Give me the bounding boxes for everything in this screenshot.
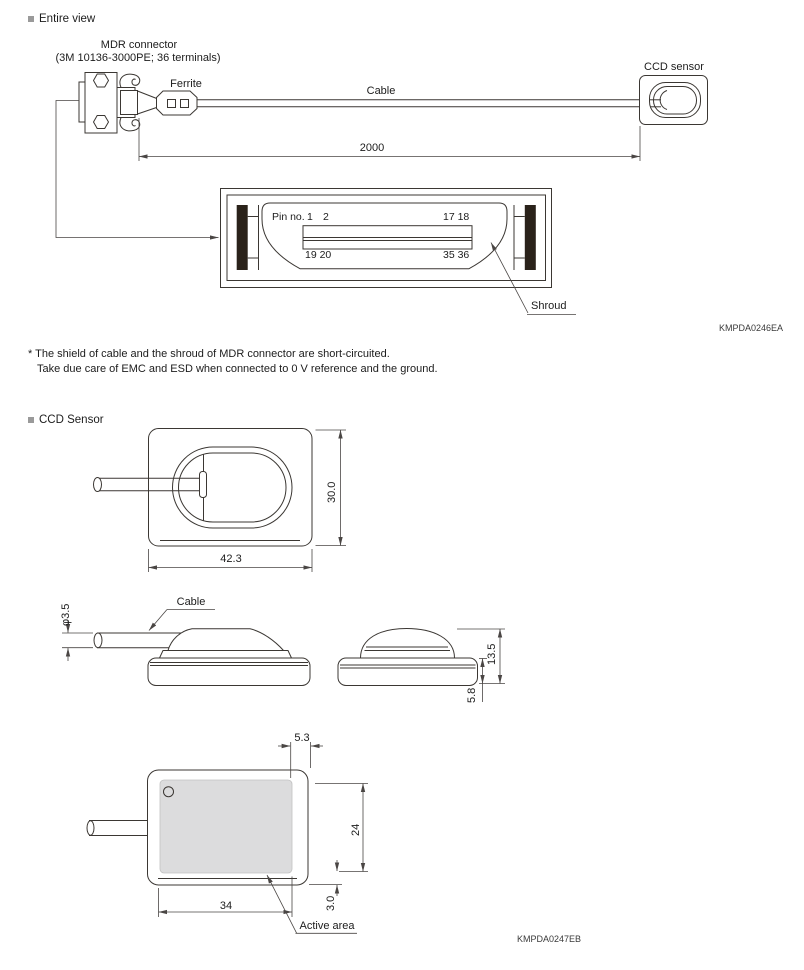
cable-length-dim: 2000 — [359, 142, 385, 154]
pin-no-label: Pin no. — [272, 211, 305, 223]
pins-19-20-label: 19 20 — [305, 249, 332, 261]
shroud-outline — [261, 202, 508, 270]
cable-label-side: Cable — [176, 596, 206, 608]
section-bullet-icon — [28, 16, 34, 22]
pins-17-18-label: 17 18 — [443, 211, 470, 223]
note-line-1: * The shield of cable and the shroud of … — [28, 348, 390, 360]
active-area-leader — [266, 874, 357, 934]
dimension-5-8 — [479, 658, 487, 702]
end-view-drawing — [337, 627, 478, 686]
shroud-label: Shroud — [531, 300, 567, 312]
section-bullet-icon — [28, 417, 34, 423]
dim-active-width-34: 34 — [219, 900, 233, 912]
connector-face-leader — [55, 100, 219, 240]
ferrite-drawing — [156, 90, 198, 116]
dim-height-30: 30.0 — [326, 481, 338, 503]
dimension-24 — [315, 783, 368, 872]
ccd-sensor-label: CCD sensor — [644, 61, 704, 73]
dim-cable-diameter: φ3.5 — [60, 603, 72, 626]
dimension-42-3 — [148, 549, 313, 572]
figure-code-entire-view: KMPDA0246EA — [719, 323, 784, 333]
cable-line-drawing — [197, 99, 660, 108]
mdr-connector-drawing — [78, 72, 159, 134]
dimension-5-3 — [278, 742, 323, 778]
dim-active-height-24: 24 — [350, 823, 362, 836]
ferrite-label: Ferrite — [170, 78, 202, 90]
pin-2-label: 2 — [323, 211, 329, 223]
dim-corner-offset-5-3: 5.3 — [294, 732, 310, 744]
dimension-34 — [158, 876, 293, 917]
connector-face-drawing — [220, 188, 552, 288]
mdr-connector-sublabel: (3M 10136-3000PE; 36 terminals) — [55, 52, 221, 64]
alignment-mark — [163, 786, 174, 798]
shroud-leader — [490, 242, 576, 315]
ccd-sensor-title: CCD Sensor — [39, 414, 104, 426]
bottom-view-drawing — [86, 769, 309, 886]
pins-35-36-label: 35 36 — [443, 249, 470, 261]
active-area — [159, 779, 293, 874]
side-view-drawing — [93, 628, 311, 686]
cable-leader-side — [148, 609, 215, 631]
dim-overall-height-13-5: 13.5 — [486, 643, 498, 665]
top-view-drawing — [93, 428, 313, 547]
dim-width-42-3: 42.3 — [220, 553, 242, 565]
dimension-phi-3-5 — [62, 620, 93, 661]
mdr-connector-label: MDR connector — [100, 39, 178, 51]
pin-1-label: 1 — [307, 211, 313, 223]
dimension-3-0 — [309, 860, 342, 896]
ccd-sensor-small-drawing — [639, 75, 708, 125]
active-area-label: Active area — [299, 920, 355, 932]
dimension-30-0 — [315, 429, 346, 546]
figure-code-ccd-sensor: KMPDA0247EB — [517, 934, 582, 944]
dim-base-height-5-8: 5.8 — [466, 687, 478, 703]
dim-bottom-offset-3-0: 3.0 — [325, 895, 337, 911]
entire-view-title: Entire view — [39, 13, 96, 25]
note-line-2: Take due care of EMC and ESD when connec… — [37, 363, 438, 375]
cable-label: Cable — [366, 85, 396, 97]
dimension-2000 — [138, 118, 641, 161]
